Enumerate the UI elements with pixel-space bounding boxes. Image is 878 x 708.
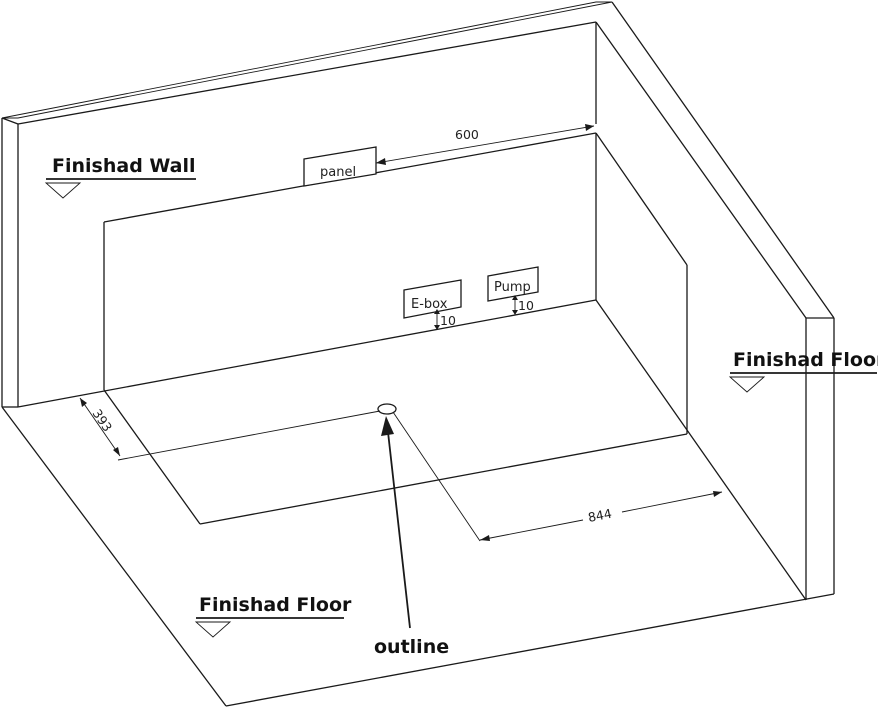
panel-tag: panel <box>303 146 377 187</box>
dimension-600: 600 <box>375 124 595 165</box>
pump-tag: Pump 10 <box>487 266 539 315</box>
dimension-600-label: 600 <box>455 127 479 142</box>
floor-plane <box>1 299 835 707</box>
dimension-393: 393 <box>79 397 121 457</box>
dimension-844-label: 844 <box>587 506 613 525</box>
front-floor-level-marker: Finishad Floor <box>194 594 352 638</box>
outline-label: outline <box>374 636 449 658</box>
outline-callout-arrow <box>381 416 411 629</box>
ebox-tag: E-box 10 <box>403 279 462 330</box>
dimension-393-label: 393 <box>90 406 116 434</box>
right-floor-level-marker: Finishad Floor <box>728 349 878 393</box>
back-wall-slab <box>1 1 835 407</box>
equipment-frame <box>103 132 688 525</box>
panel-tag-label: panel <box>320 165 356 180</box>
ebox-dimension-label: 10 <box>440 313 456 328</box>
pump-tag-label: Pump <box>494 280 531 295</box>
right-wall-slab <box>595 22 835 600</box>
wall-level-marker: Finishad Wall <box>44 155 196 199</box>
outline-marker <box>117 403 481 542</box>
ebox-tag-label: E-box <box>411 297 448 312</box>
front-floor-level-label: Finishad Floor <box>199 594 352 616</box>
right-floor-level-label: Finishad Floor <box>733 349 878 371</box>
pump-dimension-label: 10 <box>518 298 534 313</box>
wall-level-label: Finishad Wall <box>52 155 196 177</box>
dimension-844: 844 <box>479 491 723 541</box>
